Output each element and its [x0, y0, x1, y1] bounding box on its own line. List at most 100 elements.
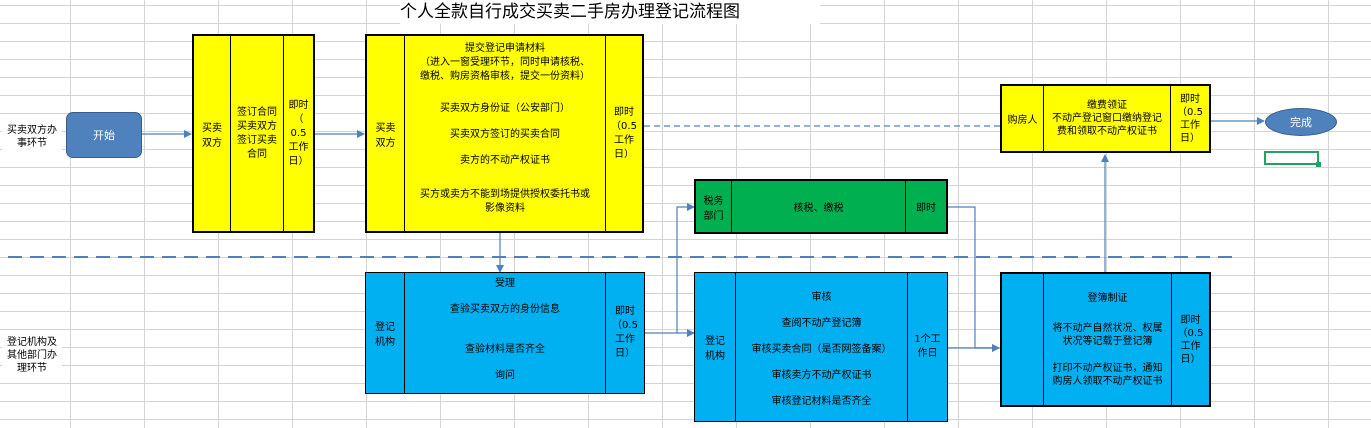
submit-item: 买卖双方签订的买卖合同 [450, 129, 560, 140]
register-certify-box: 登簿制证 将不动产自然状况、权属 状况等记载于登记簿 打印不动产权证书，通知 购… [1000, 272, 1211, 407]
submit-note-2: 缴税、购房资格审核，提交一份资料） [420, 71, 590, 82]
who-column: 登记 机构 [695, 273, 736, 421]
submit-application-box: 买卖 双方 提交登记申请材料 （进入一窗受理环节，同时申请核税、 缴税、购房资格… [365, 34, 644, 233]
time-column: 1个工 作日 [908, 273, 947, 421]
who-line: 双方 [202, 137, 222, 149]
time-line: 工作 [615, 334, 635, 345]
who-line: 购房人 [1007, 115, 1038, 126]
accept-box: 登记 机构 受理 查验买卖双方的身份信息 查验材料是否齐全 询问 即时 （0.5… [365, 272, 645, 394]
start-label: 开始 [93, 129, 115, 142]
blank-column [1002, 274, 1044, 405]
time-line: 1个工 [914, 334, 941, 345]
time-line: 工作 [614, 134, 634, 146]
review-item: 查阅不动产登记簿 [781, 318, 862, 329]
who-line: 双方 [375, 137, 396, 149]
tax-time: 即时 [916, 203, 936, 214]
time-line: （ [293, 113, 304, 125]
content-line: 签订买卖 [237, 134, 277, 146]
time-line: 日） [1180, 132, 1200, 144]
tax-content: 核税、缴税 [793, 203, 844, 214]
time-line: 日） [288, 155, 309, 167]
time-line: （0.5 [1177, 106, 1203, 118]
time-column: 即时 （0.5 工作 日） [606, 36, 642, 231]
who-line: 部门 [703, 210, 724, 222]
content-line: 合同 [247, 148, 267, 160]
who-column: 购房人 [1002, 86, 1044, 151]
content-column: 缴费领证 不动产登记窗口缴纳登记 费和领取不动产权证书 [1044, 86, 1171, 151]
register-p2-line: 购房人领取不动产权证书 [1052, 376, 1163, 387]
sign-contract-box: 买卖 双方 签订合同 买卖双方 签订买卖 合同 即时 （ 0.5 工作 日） [192, 34, 315, 233]
submit-extra-2: 影像资料 [485, 203, 525, 214]
end-label: 完成 [1290, 116, 1312, 129]
selection-handle[interactable] [1316, 162, 1321, 167]
accept-item: 查验材料是否齐全 [465, 344, 545, 355]
register-p2-line: 打印不动产权证书，通知 [1052, 363, 1163, 374]
time-line: 即时 [1180, 314, 1201, 326]
arrow-accept-to-tax [645, 203, 695, 334]
register-p1-line: 状况等记载于登记簿 [1062, 336, 1153, 347]
content-line: 不动产登记窗口缴纳登记 [1052, 113, 1162, 124]
review-item: 审核买卖合同（是否网签备案） [751, 344, 892, 355]
submit-header: 提交登记申请材料 [465, 43, 545, 54]
who-column: 税务 部门 [696, 181, 732, 232]
time-line: （0.5 [612, 320, 638, 331]
time-line: （0.5 [1177, 327, 1204, 339]
who-column: 买卖 双方 [194, 36, 231, 231]
time-line: 作日 [917, 348, 938, 359]
lane-label-line: 其他部门办 [7, 350, 57, 361]
lane-label-parties: 买卖双方办 事环节 [2, 123, 62, 151]
lane-label-line: 事环节 [17, 138, 47, 149]
review-item: 审核登记材料是否齐全 [771, 396, 872, 407]
who-line: 机构 [375, 337, 395, 348]
selected-cell[interactable] [1264, 151, 1319, 165]
register-p1-line: 将不动产自然状况、权属 [1052, 323, 1163, 334]
who-line: 登记 [705, 336, 725, 347]
submit-item: 买卖双方身份证（公安部门） [440, 103, 570, 114]
pay-collect-box: 购房人 缴费领证 不动产登记窗口缴纳登记 费和领取不动产权证书 即时 （0.5 … [1000, 84, 1211, 153]
review-item: 审核卖方不动产权证书 [771, 370, 872, 381]
time-column: 即时 （ 0.5 工作 日） [284, 36, 313, 231]
register-header: 登簿制证 [1087, 293, 1128, 304]
time-line: 即时 [1180, 93, 1200, 105]
who-line: 机构 [705, 351, 725, 362]
review-box: 登记 机构 审核 查阅不动产登记簿 审核买卖合同（是否网签备案） 审核卖方不动产… [694, 272, 948, 422]
who-line: 买卖 [375, 122, 396, 134]
content-column: 受理 查验买卖双方的身份信息 查验材料是否齐全 询问 [405, 273, 606, 393]
who-column: 登记 机构 [366, 273, 405, 393]
content-column: 核税、缴税 [732, 181, 906, 232]
lane-label-line: 买卖双方办 [7, 125, 57, 136]
content-line: 费和领取不动产权证书 [1057, 126, 1157, 137]
time-line: 日） [1180, 353, 1201, 365]
content-line: 缴费领证 [1087, 100, 1127, 111]
time-line: 即时 [288, 99, 309, 111]
content-column: 登簿制证 将不动产自然状况、权属 状况等记载于登记簿 打印不动产权证书，通知 购… [1044, 274, 1172, 405]
time-line: 即时 [615, 306, 635, 317]
content-line: 签订合同 [237, 106, 277, 118]
page-title: 个人全款自行成交买卖二手房办理登记流程图 [400, 0, 820, 24]
time-line: 工作 [1180, 119, 1200, 131]
submit-item: 卖方的不动产权证书 [460, 155, 550, 166]
who-line: 登记 [375, 322, 395, 333]
accept-item: 询问 [495, 370, 515, 381]
who-column: 买卖 双方 [367, 36, 405, 231]
content-column: 签订合同 买卖双方 签订买卖 合同 [231, 36, 284, 231]
start-node: 开始 [66, 112, 142, 158]
time-column: 即时 （0.5 工作 日） [1171, 86, 1209, 151]
time-column: 即时 （0.5 工作 日） [606, 273, 644, 393]
time-column: 即时 [906, 181, 946, 232]
time-line: （0.5 [611, 120, 637, 132]
time-line: 日） [615, 348, 635, 359]
lane-label-agencies: 登记机构及 其他部门办 理环节 [2, 335, 62, 376]
accept-item: 查验买卖双方的身份信息 [450, 304, 560, 315]
time-line: 工作 [288, 141, 309, 153]
time-column: 即时 （0.5 工作 日） [1172, 274, 1209, 405]
time-line: 工作 [1180, 340, 1201, 352]
time-line: 即时 [614, 106, 634, 118]
accept-header: 受理 [495, 278, 515, 289]
review-header: 审核 [811, 292, 832, 303]
lane-label-line: 登记机构及 [7, 337, 57, 348]
lane-label-line: 理环节 [17, 363, 47, 374]
submit-extra-1: 买方或卖方不能到场提供授权委托书或 [420, 189, 590, 200]
submit-note-1: （进入一窗受理环节，同时申请核税、 [420, 57, 590, 68]
